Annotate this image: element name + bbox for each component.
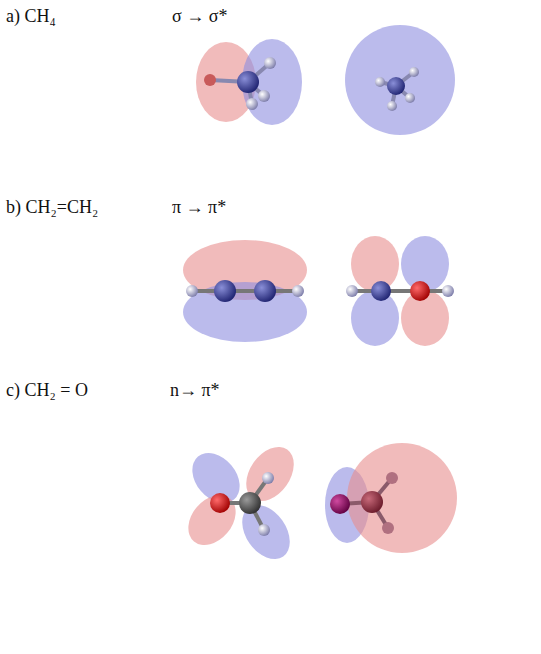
blue-lobe (183, 282, 307, 342)
sigma-star-orbital (345, 25, 455, 135)
n-orbital (179, 438, 304, 568)
o-atom (210, 493, 230, 513)
pi-star-orbital (325, 443, 457, 553)
sigma-orbital (196, 39, 302, 125)
bonds (192, 289, 298, 293)
c-atom (361, 491, 383, 513)
transition-label: π → π* (172, 197, 226, 219)
h-atom (264, 57, 276, 69)
c-atom (387, 77, 405, 95)
c-atom (214, 280, 236, 302)
h-atom (405, 93, 415, 103)
h-atom (186, 285, 198, 297)
c-atom (239, 492, 261, 514)
transition-label: n→ π* (170, 380, 220, 402)
h-atom (375, 77, 385, 87)
h-atom (346, 285, 358, 297)
c-atom (254, 280, 276, 302)
blue-lobe (345, 25, 455, 135)
pi-orbital (183, 240, 307, 342)
o-atom (330, 494, 350, 514)
h-atom (246, 98, 258, 110)
h-atom (204, 74, 216, 86)
c-atom (410, 281, 430, 301)
red-lobe (179, 486, 246, 555)
h-atom (409, 67, 419, 77)
c-atom (237, 71, 259, 93)
pi-star-orbital (346, 236, 454, 346)
bonds (380, 72, 414, 106)
molecule-label: c) CH₂ = O (6, 380, 88, 402)
h-atom (258, 524, 270, 536)
c-atom (371, 281, 391, 301)
h-atom (386, 472, 398, 484)
h-atom (382, 522, 394, 534)
h-atom (262, 472, 274, 484)
transition-label: σ → σ* (172, 6, 227, 28)
h-atom (292, 285, 304, 297)
red-lobe (183, 240, 307, 300)
h-atom (387, 101, 397, 111)
molecule-label: a) CH₄ (6, 6, 56, 28)
h-atom (258, 90, 270, 102)
bonds (210, 63, 270, 104)
red-lobe (347, 443, 457, 553)
h-atom (442, 285, 454, 297)
bonds (352, 289, 448, 293)
molecule-label: b) CH₂=CH₂ (6, 197, 98, 219)
